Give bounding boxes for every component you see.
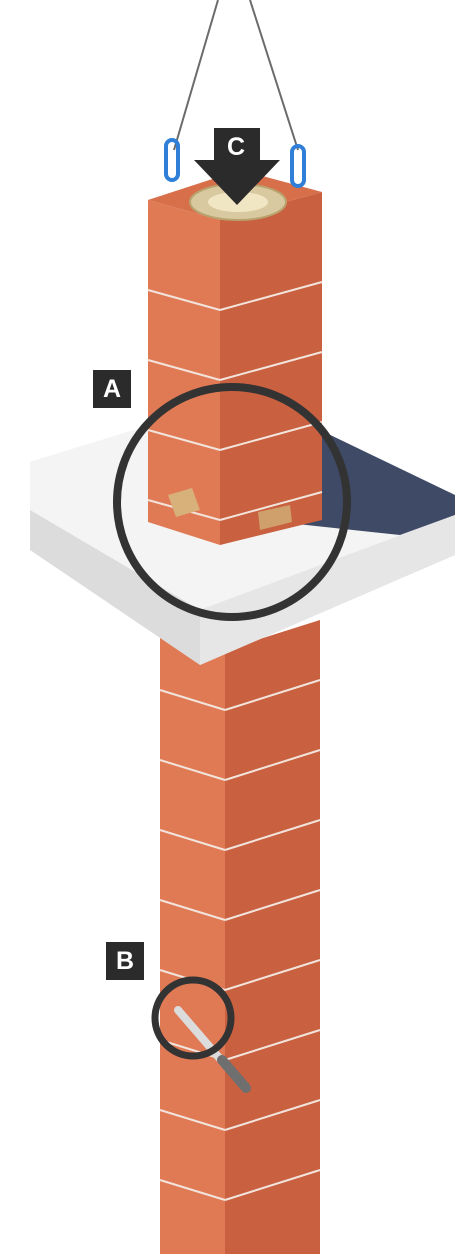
lifting-cable-right <box>250 0 298 150</box>
label-c-badge: C <box>218 129 254 165</box>
lifting-cable-left <box>174 0 218 150</box>
lifting-clip-left <box>166 140 178 180</box>
lifting-clip-right <box>292 146 304 186</box>
label-c-text: C <box>227 133 245 161</box>
label-b-badge: B <box>106 942 144 980</box>
label-a-text: A <box>103 375 121 403</box>
label-b-text: B <box>116 947 134 975</box>
label-a-badge: A <box>93 370 131 408</box>
upper-chimney-shaft <box>148 170 322 545</box>
lower-chimney-shaft <box>160 620 320 1254</box>
